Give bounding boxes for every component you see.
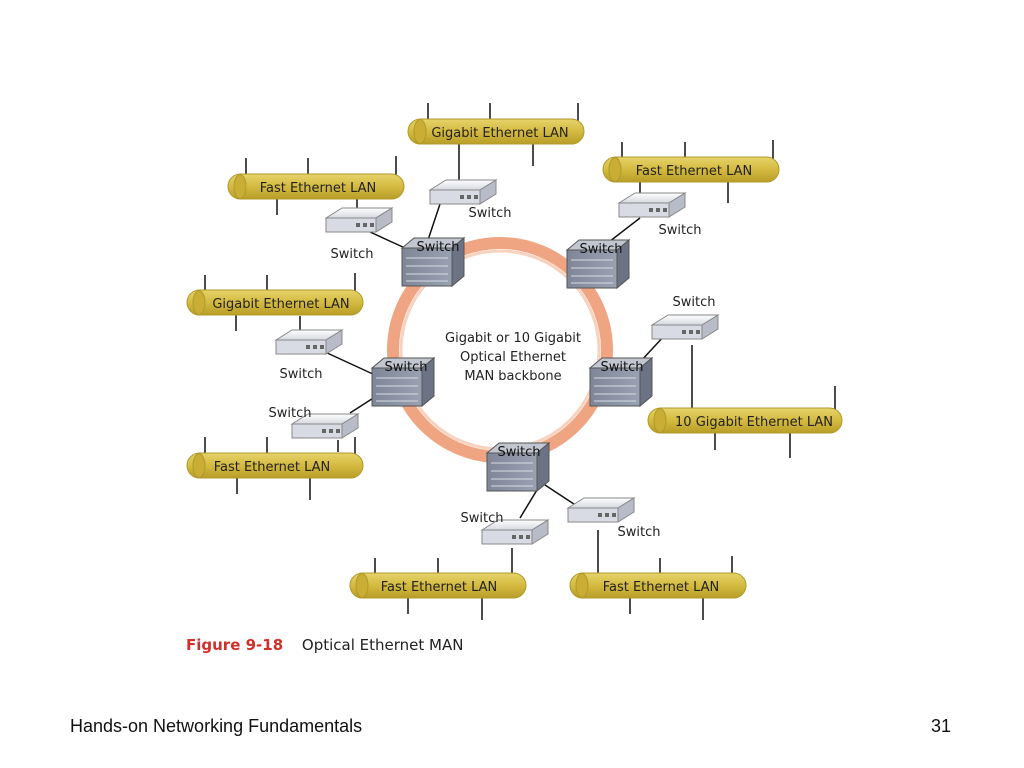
lan-label: Fast Ethernet LAN (260, 181, 377, 196)
lan-label: Fast Ethernet LAN (603, 580, 720, 595)
core-switch-right: Switch (588, 356, 654, 408)
lan-gigabit-top: Gigabit Ethernet LAN (407, 103, 585, 166)
edge-switch-label: Switch (469, 206, 512, 221)
edge-switch-bottom-right (566, 497, 636, 523)
core-switch-label: Switch (498, 445, 541, 460)
lan-fast-upper-left: Fast Ethernet LAN (227, 156, 405, 215)
lan-label: Fast Ethernet LAN (214, 460, 331, 475)
lan-fast-bottom-right: Fast Ethernet LAN (569, 556, 747, 620)
lan-gigabit-left: Gigabit Ethernet LAN (186, 273, 364, 331)
edge-switch-label: Switch (331, 247, 374, 262)
lan-label: Gigabit Ethernet LAN (431, 126, 568, 141)
core-switch-top-right: Switch (565, 238, 631, 290)
edge-switch-bottom-left (480, 519, 550, 545)
core-switch-label: Switch (601, 360, 644, 375)
backbone-label-line-3: MAN backbone (464, 369, 561, 384)
core-switch-top-left: Switch (400, 236, 466, 288)
lan-label: Fast Ethernet LAN (636, 164, 753, 179)
figure-caption: Figure 9-18 Optical Ethernet MAN (186, 636, 463, 654)
core-switch-label: Switch (417, 240, 460, 255)
lan-fast-upper-right: Fast Ethernet LAN (602, 140, 780, 203)
figure-number: Figure 9-18 (186, 636, 284, 654)
edge-switch-left (274, 329, 344, 355)
edge-switch-upper-right (617, 192, 687, 218)
lan-fast-bottom-left: Fast Ethernet LAN (349, 558, 527, 620)
core-switch-label: Switch (385, 360, 428, 375)
edge-switch-right (650, 314, 720, 340)
edge-switch-label: Switch (461, 511, 504, 526)
edge-switch-upper-left (324, 207, 394, 233)
edge-switch-label: Switch (280, 367, 323, 382)
core-switch-bottom: Switch (485, 441, 551, 493)
lan-fast-lower-left: Fast Ethernet LAN (186, 437, 364, 500)
edge-switch-label: Switch (269, 406, 312, 421)
edge-switch-top (428, 179, 498, 205)
lan-label: 10 Gigabit Ethernet LAN (675, 415, 833, 430)
edge-switch-lower-left (290, 413, 360, 439)
edge-switch-label: Switch (659, 223, 702, 238)
lan-label: Gigabit Ethernet LAN (212, 297, 349, 312)
lan-label: Fast Ethernet LAN (381, 580, 498, 595)
backbone-label-line-1: Gigabit or 10 Gigabit (445, 331, 581, 346)
lan-10gigabit-right: 10 Gigabit Ethernet LAN (647, 386, 843, 458)
footer-title: Hands-on Networking Fundamentals (70, 716, 363, 736)
edge-switch-label: Switch (673, 295, 716, 310)
figure-title: Optical Ethernet MAN (301, 636, 464, 654)
backbone-label-line-2: Optical Ethernet (460, 350, 566, 365)
core-switch-label: Switch (580, 242, 623, 257)
page-number: 31 (931, 716, 952, 736)
edge-switch-label: Switch (618, 525, 661, 540)
core-switch-left: Switch (370, 356, 436, 408)
